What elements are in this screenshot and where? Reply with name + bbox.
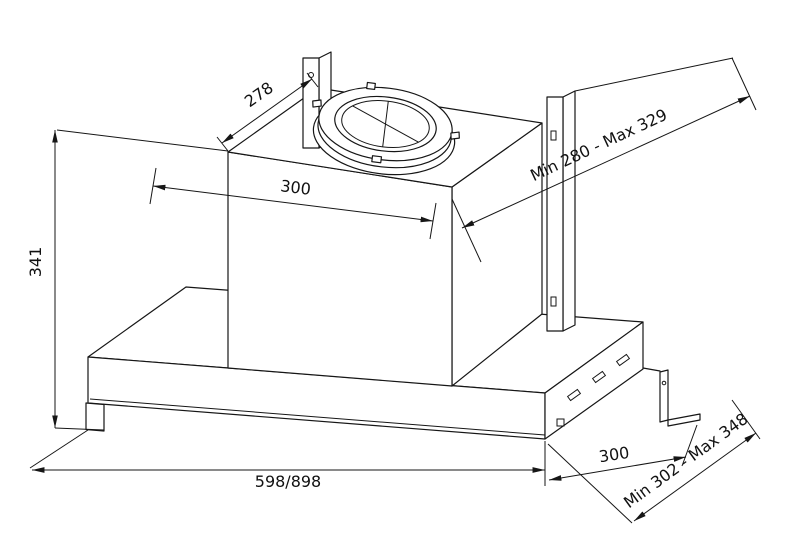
dim-label-height-left: 341	[26, 247, 45, 278]
vent-slot	[591, 370, 607, 384]
bracket-connector-line	[642, 367, 661, 372]
collar-tab-left	[312, 99, 322, 108]
fixing-hole	[556, 418, 565, 427]
rail-right-face	[546, 96, 564, 332]
rail-right-flange	[562, 90, 576, 332]
ext-341-top	[56, 129, 229, 152]
damper-rib	[385, 123, 419, 143]
bracket-vertical-leg	[659, 369, 669, 423]
ext-min302-rear	[731, 399, 761, 440]
ext-min280-wall	[574, 57, 734, 92]
dim-label-width-bottom: 598/898	[255, 472, 321, 491]
collar-tab-bottom	[371, 155, 383, 164]
dim-label-depth-top: 278	[241, 78, 277, 111]
canopy-left-foot	[85, 402, 105, 432]
dim-label-depth-bottom-right: 300	[598, 443, 631, 467]
ext-min280-front	[451, 198, 482, 263]
dimension-line-min302-max348	[633, 432, 757, 522]
extension-lines	[29, 57, 761, 524]
dimension-lines	[31, 78, 757, 522]
ext-598-left	[29, 429, 89, 469]
collar-tab-right	[450, 131, 460, 140]
ext-278-near	[216, 136, 229, 152]
duct-collar	[312, 81, 460, 176]
damper-rib	[352, 105, 386, 125]
bracket-foot	[667, 413, 701, 427]
dimension-line-278	[221, 78, 313, 144]
dim-label-range-bottom-right: Min 302 - Max 348	[620, 409, 751, 512]
wall-rail-right	[546, 90, 576, 332]
vent-slot	[615, 353, 631, 367]
right-angle-bracket	[642, 367, 701, 427]
ext-min280-tick	[731, 57, 757, 111]
ext-278-far	[306, 72, 319, 88]
dim-label-width-top: 300	[279, 176, 312, 199]
collar-tab-top	[366, 81, 376, 91]
ext-341-bottom	[54, 427, 105, 431]
hood-front-face	[227, 151, 453, 387]
dimension-line-300-top	[152, 184, 434, 223]
rail-right-slot	[550, 296, 557, 307]
canopy-lip-line	[89, 398, 546, 436]
bracket-hole	[661, 380, 667, 386]
vent-slot	[566, 388, 582, 402]
dimension-line-min280-max329	[461, 95, 751, 229]
